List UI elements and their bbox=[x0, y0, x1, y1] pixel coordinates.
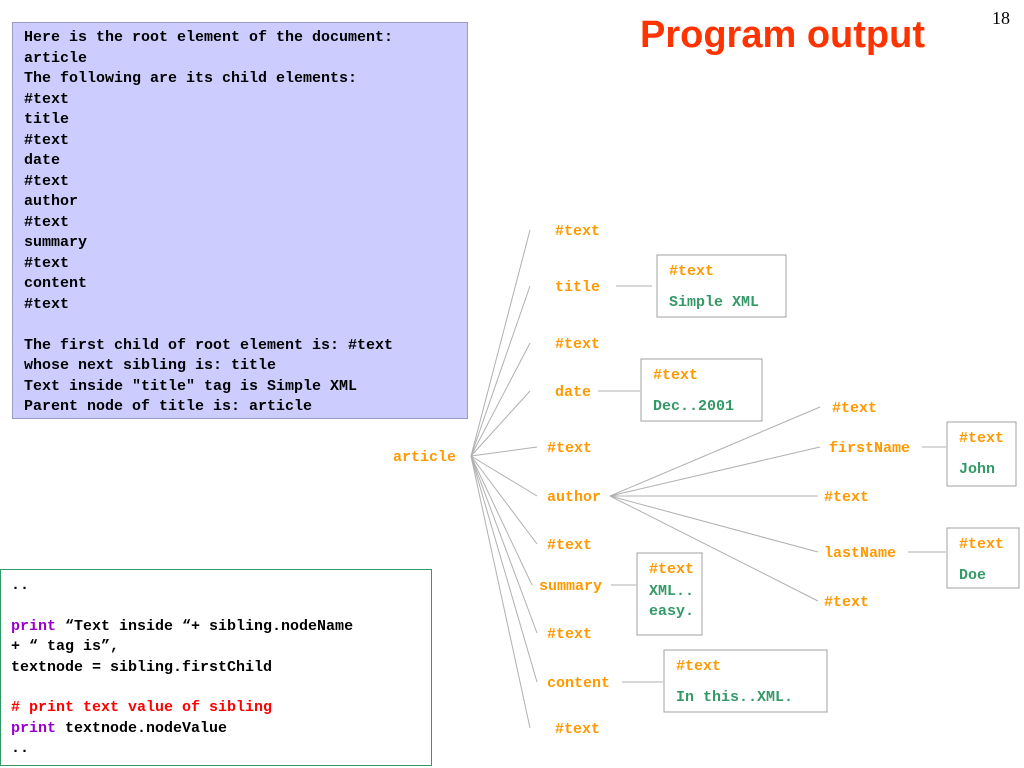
text-node-box-label: #text bbox=[959, 430, 1004, 447]
code-line: + “ tag is”, bbox=[11, 637, 431, 657]
tree-node-author: author bbox=[547, 489, 601, 506]
tree-edge bbox=[470, 342, 531, 457]
text-node-box-value: Dec..2001 bbox=[653, 398, 734, 415]
tree-edge bbox=[470, 446, 538, 457]
text-node-box bbox=[946, 527, 1020, 589]
tree-node-text: #text bbox=[824, 489, 869, 506]
tree-edge bbox=[470, 285, 531, 457]
tree-edge bbox=[470, 455, 538, 683]
code-text: .. bbox=[11, 577, 30, 594]
code-comment: # print text value of sibling bbox=[11, 699, 273, 717]
text-node-box-value: In this..XML. bbox=[676, 689, 793, 706]
code-keyword: print bbox=[11, 719, 57, 737]
tree-edge bbox=[470, 455, 538, 634]
tree-node-text: #text bbox=[547, 537, 592, 554]
tree-node-summary: summary bbox=[539, 578, 602, 595]
code-line: textnode = sibling.firstChild bbox=[11, 658, 431, 678]
output-line: Here is the root element of the document… bbox=[24, 29, 394, 46]
tree-node-text: #text bbox=[547, 440, 592, 457]
output-line: Parent node of title is: article bbox=[24, 398, 313, 415]
code-line: .. bbox=[11, 576, 431, 596]
output-line: #text bbox=[24, 295, 70, 313]
slide-title: Program output bbox=[640, 14, 925, 56]
text-node-box-value: John bbox=[959, 461, 995, 478]
text-node-box-value: XML.. bbox=[649, 583, 694, 600]
code-text: .. bbox=[11, 740, 30, 758]
text-node-box-label: #text bbox=[676, 658, 721, 675]
code-line: .. bbox=[11, 739, 431, 759]
code-snippet-box: .. print “Text inside “+ sibling.nodeName… bbox=[0, 569, 432, 766]
text-node-box-value: Doe bbox=[959, 567, 986, 584]
text-node-box bbox=[636, 552, 703, 636]
output-line: article bbox=[24, 49, 88, 67]
output-line: #text bbox=[24, 90, 70, 108]
text-node-box-label: #text bbox=[959, 536, 1004, 553]
tree-node-firstName: firstName bbox=[829, 440, 910, 457]
code-text: “Text inside “+ sibling.nodeName bbox=[56, 617, 354, 635]
tree-node-text: #text bbox=[824, 594, 869, 611]
output-line: The first child of root element is: #tex… bbox=[24, 336, 394, 354]
tree-edge bbox=[470, 455, 533, 586]
tree-edge bbox=[470, 229, 531, 457]
tree-node-text: #text bbox=[547, 626, 592, 643]
code-text: + “ tag is”, bbox=[11, 638, 120, 656]
code-line: print textnode.nodeValue bbox=[11, 719, 431, 739]
tree-edge bbox=[470, 390, 531, 457]
output-line: content bbox=[24, 275, 88, 292]
tree-edge bbox=[609, 495, 819, 553]
code-line: # print text value of sibling bbox=[11, 698, 431, 718]
tree-node-text: #text bbox=[555, 336, 600, 353]
text-node-box bbox=[946, 421, 1017, 487]
text-node-box bbox=[656, 254, 787, 318]
slide-number: 18 bbox=[992, 8, 1010, 28]
output-line: #text bbox=[24, 131, 70, 149]
tree-node-text: #text bbox=[555, 223, 600, 240]
tree-edge bbox=[470, 455, 531, 729]
code-text: textnode = sibling.firstChild bbox=[11, 658, 273, 676]
code-line: print “Text inside “+ sibling.nodeName bbox=[11, 617, 431, 637]
output-line: summary bbox=[24, 234, 88, 251]
output-line: Text inside "title" tag is Simple XML bbox=[24, 377, 358, 395]
text-node-box-value: easy. bbox=[649, 603, 694, 620]
text-node-box-value: Simple XML bbox=[669, 294, 759, 311]
program-output-box: Here is the root element of the document… bbox=[12, 22, 468, 419]
output-line: #text bbox=[24, 172, 70, 190]
tree-node-lastName: lastName bbox=[824, 545, 896, 562]
tree-edge bbox=[470, 455, 538, 545]
output-line: #text bbox=[24, 213, 70, 231]
tree-node-title: title bbox=[555, 279, 600, 296]
output-line: date bbox=[24, 152, 61, 169]
output-line: whose next sibling is: title bbox=[24, 357, 277, 374]
text-node-box-label: #text bbox=[669, 263, 714, 280]
output-line: #text bbox=[24, 254, 70, 272]
text-node-box-label: #text bbox=[653, 367, 698, 384]
tree-node-text: #text bbox=[555, 721, 600, 738]
output-line: author bbox=[24, 193, 79, 210]
tree-root-article: article bbox=[393, 449, 456, 466]
tree-edge bbox=[609, 406, 821, 497]
tree-edge bbox=[470, 455, 538, 497]
output-line: title bbox=[24, 111, 70, 128]
code-text: textnode.nodeValue bbox=[56, 719, 228, 737]
tree-edge bbox=[609, 446, 821, 497]
tree-node-content: content bbox=[547, 675, 610, 692]
text-node-box-label: #text bbox=[649, 561, 694, 578]
text-node-box bbox=[663, 649, 828, 713]
tree-node-date: date bbox=[555, 384, 591, 401]
tree-node-text: #text bbox=[832, 400, 877, 417]
output-line: The following are its child elements: bbox=[24, 70, 358, 87]
tree-edge bbox=[609, 495, 819, 602]
text-node-box bbox=[640, 358, 763, 422]
code-keyword: print bbox=[11, 617, 57, 635]
